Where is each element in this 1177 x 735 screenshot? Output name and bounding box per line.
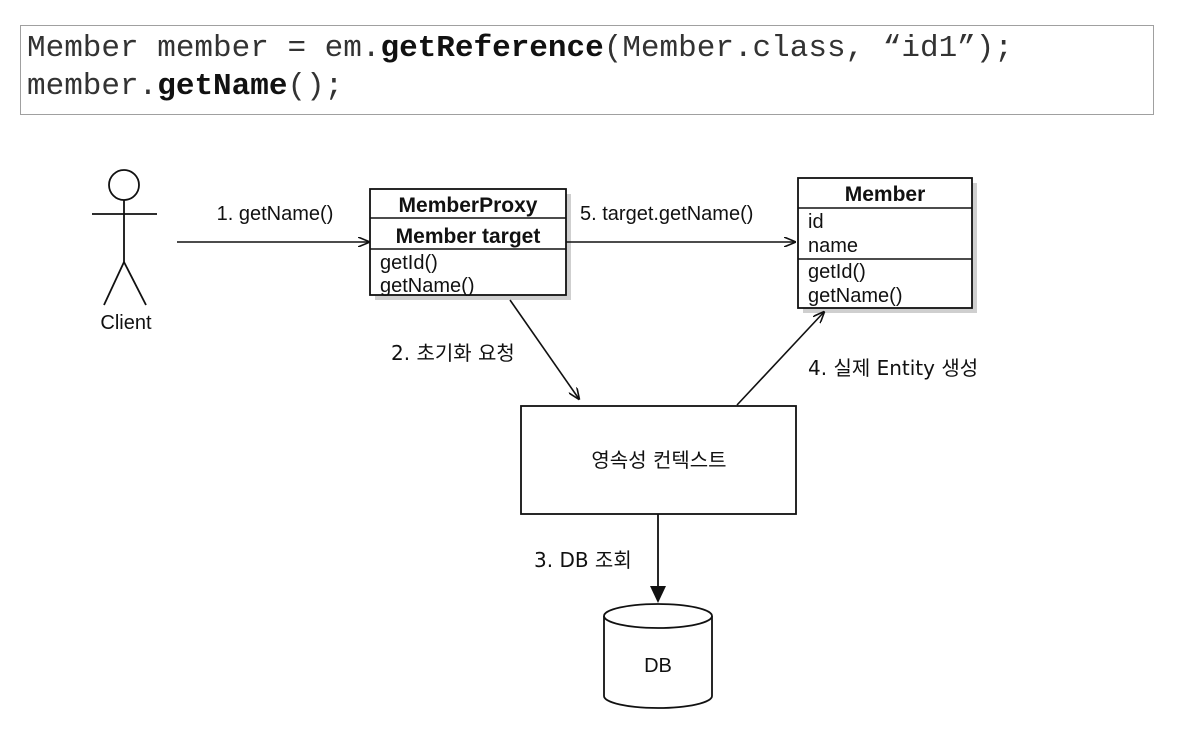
code-snippet: Member member = em.getReference(Member.c… [20, 25, 1154, 115]
step-4-label: 4. 실제 Entity 생성 [808, 356, 978, 380]
member-proxy-field: Member target [396, 225, 541, 248]
code-line-2-post: (); [287, 69, 344, 104]
persistence-context-label: 영속성 컨텍스트 [591, 448, 726, 472]
code-line-1-post: (Member.class, “id1”); [603, 31, 1013, 66]
code-line-1: Member member = em.getReference(Member.c… [27, 30, 1147, 68]
member-box [797, 177, 973, 309]
db-label: DB [644, 655, 672, 677]
code-line-2-method: getName [157, 69, 288, 104]
arrow-init-request [509, 299, 579, 399]
client-right-leg [123, 261, 147, 306]
code-line-1-pre: Member member = em. [27, 31, 381, 66]
client-label: Client [100, 312, 152, 334]
database-icon [603, 603, 713, 709]
client-actor [92, 169, 157, 306]
member-class: Member id name getId() getName() [797, 177, 977, 313]
code-line-2-pre: member. [27, 69, 158, 104]
step-2-label: 2. 초기화 요청 [391, 341, 515, 365]
client-head [108, 169, 140, 201]
step-5-label: 5. target.getName() [580, 203, 753, 225]
code-line-1-method: getReference [380, 31, 604, 66]
member-method-get-id: getId() [808, 261, 866, 283]
member-proxy-class: MemberProxy Member target getId() getNam… [369, 188, 571, 300]
arrow-db-query-head [650, 586, 666, 603]
code-line-2: member.getName(); [27, 68, 1147, 106]
member-field-id: id [808, 211, 824, 233]
member-field-name: name [808, 235, 858, 257]
member-proxy-method-get-name: getName() [380, 275, 474, 297]
member-proxy-box [369, 188, 567, 296]
member-method-get-name: getName() [808, 285, 902, 307]
member-proxy-title: MemberProxy [399, 194, 538, 217]
persistence-context-box [520, 405, 797, 515]
step-3-label: 3. DB 조회 [534, 548, 632, 572]
arrow-create-entity [736, 312, 824, 406]
member-proxy-method-get-id: getId() [380, 252, 438, 274]
client-left-leg [103, 261, 125, 306]
step-1-label: 1. getName() [217, 203, 334, 225]
member-title: Member [845, 183, 926, 206]
